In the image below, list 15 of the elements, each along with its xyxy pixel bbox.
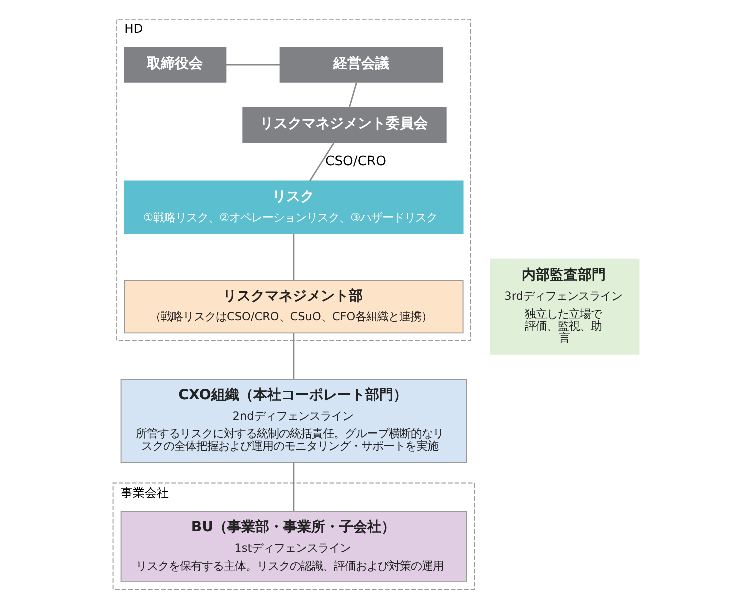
- connector: [292, 234, 294, 280]
- connector: [292, 462, 294, 512]
- node-box: 内部監査部門 3rdディフェンスライン 独立した立場で評価、監視、助言: [490, 258, 640, 355]
- connector: [348, 82, 358, 108]
- node-box: リスクマネジメント部 （戦略リスクはCSO/CRO、CSuO、CFO各組織と連携）: [124, 280, 464, 334]
- node-box: 経営会議: [279, 47, 444, 83]
- edge-label: CSO/CRO: [325, 154, 386, 170]
- node-box: BU（事業部・事業所・子会社） 1stディフェンスライン リスクを保有する主体。リスクの認識、評価および対策の運用: [120, 511, 467, 583]
- node-box: CXO組織（本社コーポレート部門） 2ndディフェンスライン 所管するリスクに対する統制の統括責任。グループ横断的なリスクの全体把握および運用のモニタリング・サポートを実施: [120, 379, 467, 464]
- connector: [292, 333, 294, 380]
- node-box: リスク ①戦略リスク、②オペレーションリスク、③ハザードリスク: [124, 180, 464, 234]
- node-box: 取締役会: [124, 47, 226, 83]
- connector: [308, 142, 334, 182]
- connector: [226, 64, 280, 66]
- node-box: リスクマネジメント委員会: [242, 107, 446, 144]
